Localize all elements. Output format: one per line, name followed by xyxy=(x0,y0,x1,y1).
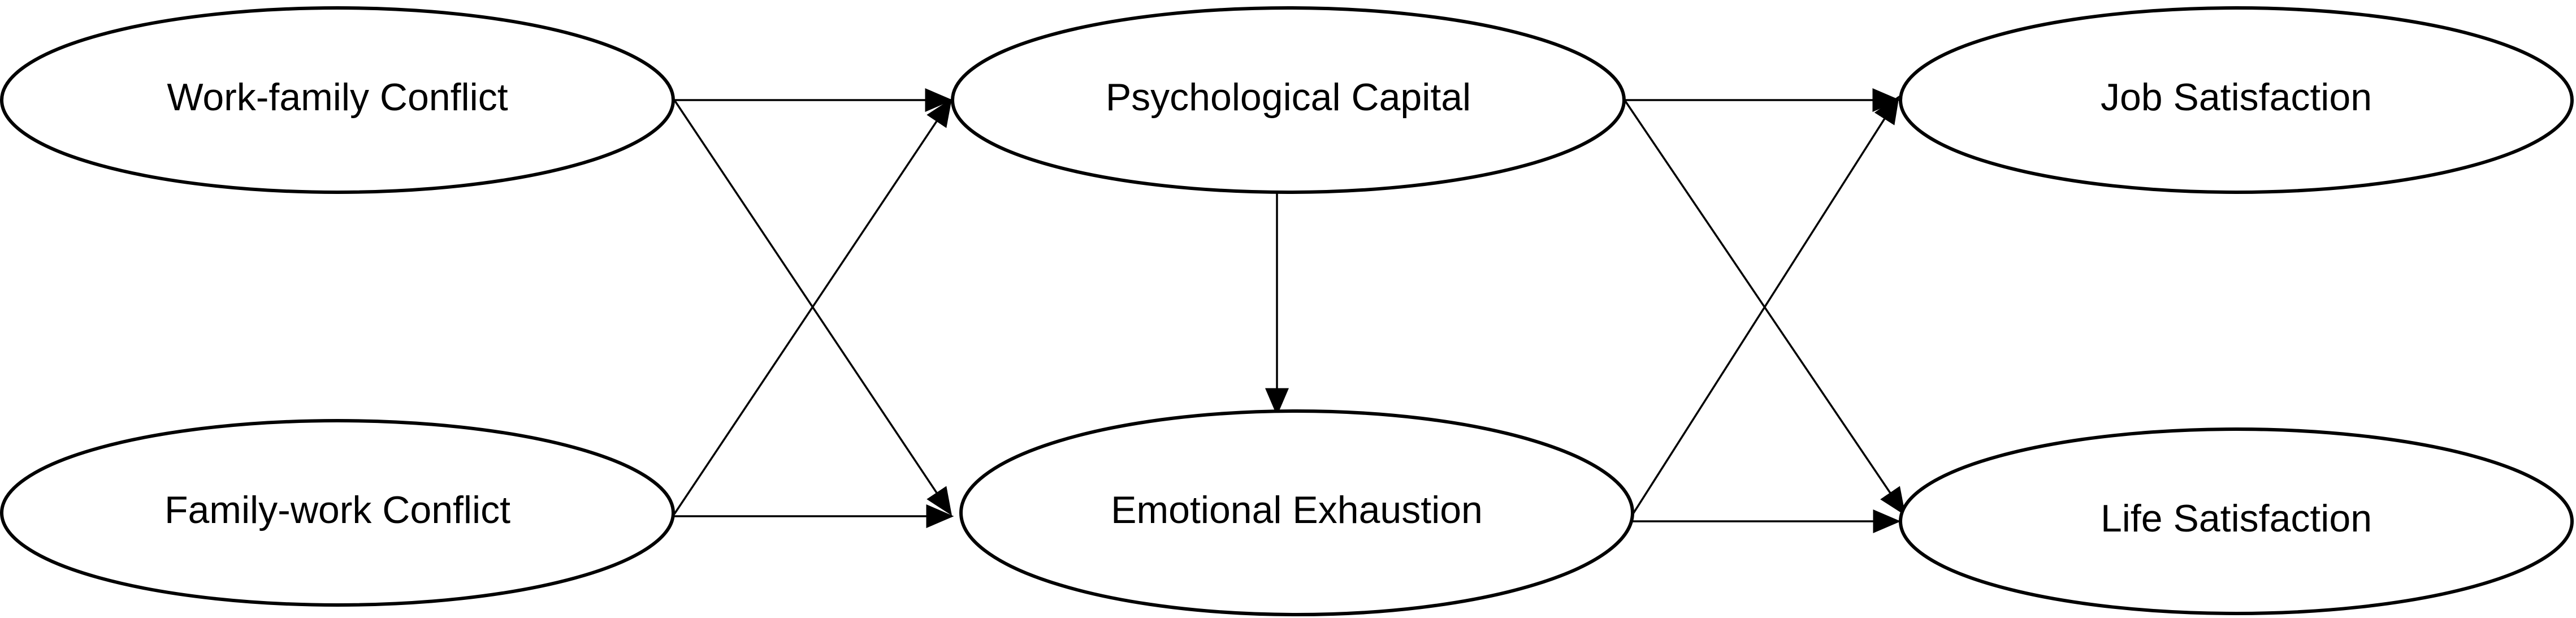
node-family-work-conflict: Family-work Conflict xyxy=(0,419,675,607)
node-ellipse xyxy=(0,419,675,607)
node-label: Job Satisfaction xyxy=(2101,76,2372,119)
node-ellipse xyxy=(1899,427,2574,615)
node-label: Emotional Exhaustion xyxy=(1111,489,1483,531)
node-work-family-conflict: Work-family Conflict xyxy=(0,6,675,194)
node-ellipse xyxy=(1899,6,2574,194)
node-job-satisfaction: Job Satisfaction xyxy=(1899,6,2574,194)
node-label: Family-work Conflict xyxy=(164,489,510,531)
node-emotional-exhaustion: Emotional Exhaustion xyxy=(959,409,1634,616)
node-label: Psychological Capital xyxy=(1106,76,1471,119)
node-ellipse xyxy=(0,6,675,194)
edge-fwc-to-pc xyxy=(673,98,952,515)
node-ellipse xyxy=(951,6,1626,194)
node-label: Life Satisfaction xyxy=(2101,497,2372,540)
node-psychological-capital: Psychological Capital xyxy=(951,6,1626,194)
edges xyxy=(673,88,1906,533)
node-ellipse xyxy=(959,409,1634,616)
node-life-satisfaction: Life Satisfaction xyxy=(1899,427,2574,615)
node-label: Work-family Conflict xyxy=(167,76,508,119)
edge-ee-to-js xyxy=(1629,96,1899,520)
